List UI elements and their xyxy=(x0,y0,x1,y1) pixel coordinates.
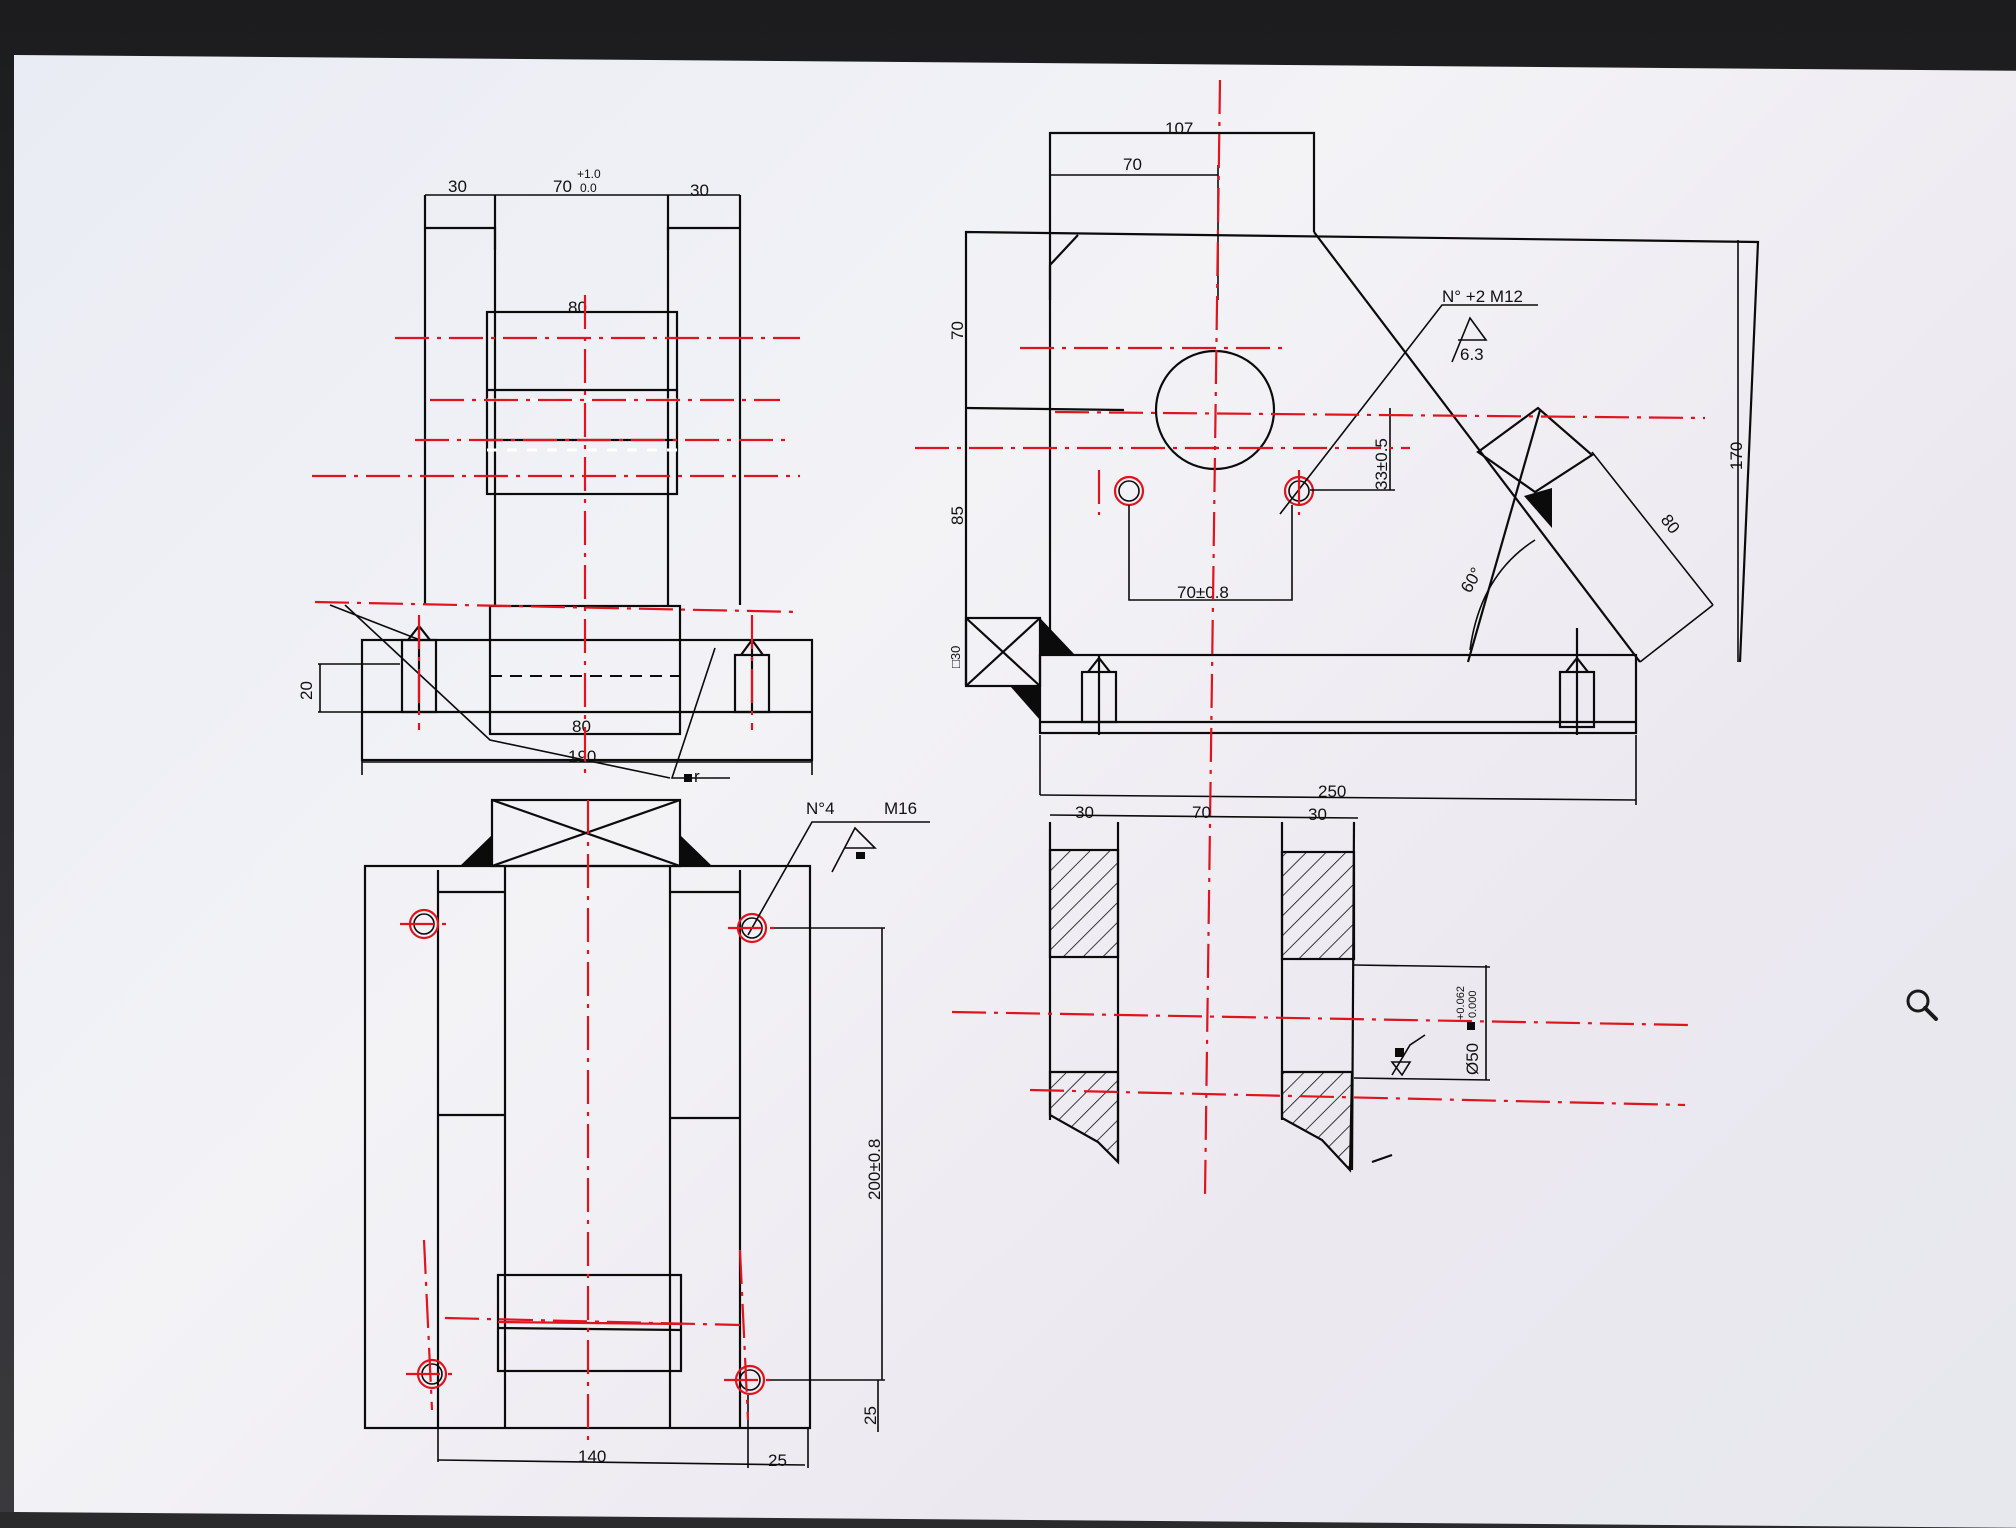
dim-front-roughness: r xyxy=(694,767,700,786)
dim-front-left-w: 30 xyxy=(448,177,467,196)
dim-top-end-off: 25 xyxy=(861,1406,880,1425)
dim-side-roughness: 6.3 xyxy=(1460,345,1484,364)
dim-section-bore-tol-upper: +0.062 xyxy=(1455,986,1467,1020)
dim-side-h-top: 70 xyxy=(948,321,967,340)
dim-front-total-w: 190 xyxy=(568,747,596,766)
section-view: 30 70 30 Ø50 +0.062 0.000 xyxy=(951,803,1691,1173)
dim-side-h-mid: 85 xyxy=(948,506,967,525)
dim-front-right-w: 30 xyxy=(690,181,709,200)
dim-side-base-w: 250 xyxy=(1318,782,1346,801)
dim-section-bore: Ø50 xyxy=(1463,1043,1482,1075)
dim-section-bore-tol-lower: 0.000 xyxy=(1467,990,1479,1018)
side-view: 107 70 80 60° N° +2 M12 6.3 33±0.5 xyxy=(915,79,1760,1196)
top-view: N°4 M16 200±0.8 25 140 25 xyxy=(363,798,930,1470)
magnifier-icon[interactable] xyxy=(1902,985,1942,1025)
dim-section-mid-w: 70 xyxy=(1192,803,1211,822)
dim-front-height-left: 20 xyxy=(297,681,316,700)
dim-side-top-w: 107 xyxy=(1165,119,1193,138)
front-view: 30 70 +1.0 0.0 30 80 20 80 1 xyxy=(297,167,814,786)
dim-side-hole-span: 70±0.8 xyxy=(1177,583,1229,602)
dim-side-slant: 80 xyxy=(1657,511,1684,538)
dim-side-angle: 60° xyxy=(1457,564,1486,596)
dim-front-slot-w: 80 xyxy=(572,717,591,736)
dim-front-inner-w: 80 xyxy=(568,298,587,317)
dim-top-length: 200±0.8 xyxy=(865,1139,884,1200)
dim-side-thread-note: N° +2 M12 xyxy=(1442,287,1523,306)
dim-top-edge-off: 25 xyxy=(768,1451,787,1470)
dim-side-h-total: 170 xyxy=(1727,442,1746,470)
dim-front-tol-lower: 0.0 xyxy=(580,181,597,195)
dim-section-left-w: 30 xyxy=(1075,803,1094,822)
dim-section-right-w: 30 xyxy=(1308,805,1327,824)
dim-side-hole-tol: 33±0.5 xyxy=(1372,438,1391,490)
dim-front-mid-w: 70 xyxy=(553,177,572,196)
dim-top-thread-count: N°4 xyxy=(806,799,835,818)
dim-side-square: □30 xyxy=(948,646,963,668)
dim-front-tol-upper: +1.0 xyxy=(577,167,601,181)
dim-top-base-w: 140 xyxy=(578,1447,606,1466)
dim-side-top-inner: 70 xyxy=(1123,155,1142,174)
dim-top-thread-size: M16 xyxy=(884,799,917,818)
